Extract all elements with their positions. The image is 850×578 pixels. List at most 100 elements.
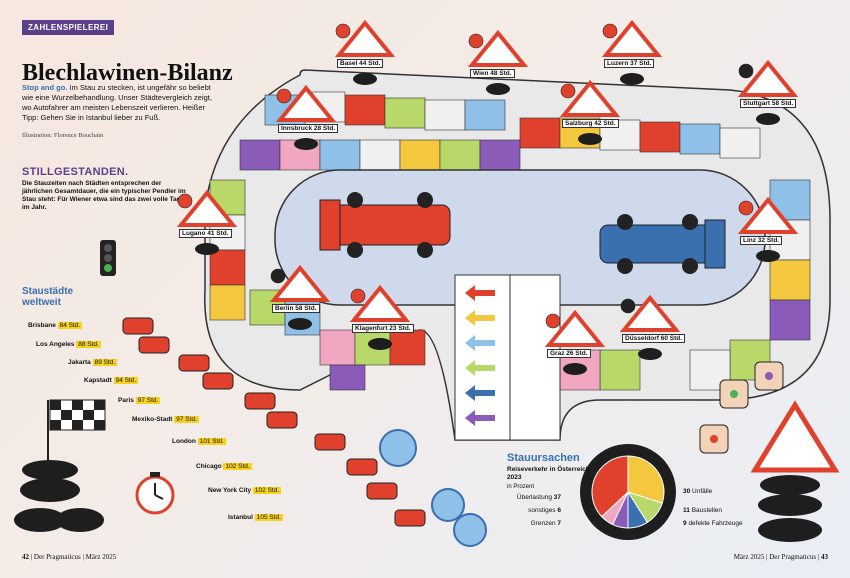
warning-sign	[601, 19, 663, 57]
world-car	[346, 458, 378, 476]
pie-label: 11 Baustellen	[683, 507, 722, 514]
city-value: 102 Std.	[223, 463, 252, 470]
pie-label: Grenzen 7	[505, 520, 561, 527]
section-text: Die Stauzeiten nach Städten entsprechen …	[22, 180, 186, 211]
world-city-row: Jakarta 89 Std.	[68, 359, 118, 366]
flag-icon	[177, 193, 193, 209]
magazine-name-left: Der Pragmaticus	[33, 553, 81, 561]
warning-sign	[544, 309, 606, 347]
flag-icon	[738, 200, 754, 216]
flag-icon	[350, 288, 366, 304]
flag-icon	[276, 88, 292, 104]
tire-icon	[620, 73, 644, 85]
tire-icon	[294, 138, 318, 150]
board-sign-label: Luzern 37 Std.	[604, 59, 655, 68]
city-value: 84 Std.	[57, 322, 83, 329]
tire-stack-left	[14, 460, 104, 532]
pie-label-name: defekte Fahrzeuge	[688, 520, 743, 527]
board-sign-label: Linz 32 Std.	[740, 236, 783, 245]
flag-icon	[560, 83, 576, 99]
warning-sign	[737, 59, 799, 97]
pie-label-value: 6	[557, 507, 561, 514]
warning-sign	[619, 294, 681, 332]
stauursachen-unit: in Prozent	[507, 484, 535, 490]
world-car	[266, 411, 298, 429]
warning-sign	[269, 264, 331, 302]
pie-label-name: sonstiges	[528, 507, 556, 514]
pie-slice	[627, 455, 665, 504]
pie-chart	[580, 444, 676, 540]
page-title: Blechlawinen-Bilanz	[22, 60, 233, 86]
stopwatch-icon	[135, 472, 175, 515]
city-name: Paris	[118, 397, 136, 404]
arrow-column	[454, 274, 561, 441]
issue-date-left: März 2025	[85, 553, 117, 561]
tire-icon	[638, 348, 662, 360]
world-title-line2: weltweit	[22, 297, 61, 308]
lead-strong: Stop and go.	[22, 83, 68, 92]
city-value: 89 Std.	[92, 359, 118, 366]
tire-icon	[368, 338, 392, 350]
city-value: 102 Std.	[252, 487, 282, 494]
world-car	[314, 433, 346, 451]
lead-text: Im Stau zu stecken, ist ungefähr so beli…	[22, 83, 212, 122]
pie-label-name: Grenzen	[530, 520, 556, 527]
flag-icon	[738, 63, 754, 79]
world-city-row: Chicago 102 Std.	[196, 463, 252, 470]
page-number-left: 42	[22, 553, 29, 561]
pie-label-value: 37	[553, 494, 561, 501]
world-car	[244, 392, 276, 410]
footer-right: März 2025 | Der Pragmaticus | 43	[733, 553, 828, 561]
tire-icon	[353, 73, 377, 85]
pie-label: Überlastung 37	[505, 494, 561, 501]
tire-icon	[756, 113, 780, 125]
city-value: 101 Std.	[197, 438, 226, 445]
tire-icon	[486, 83, 510, 95]
dice	[699, 361, 784, 454]
pie-label-name: Überlastung	[516, 494, 552, 501]
pie-label-name: Baustellen	[691, 507, 723, 514]
world-city-row: London 101 Std.	[172, 438, 226, 445]
world-car	[122, 317, 154, 335]
tire-icon	[563, 363, 587, 375]
flag-icon	[545, 313, 561, 329]
pie-label-value: 9	[683, 520, 687, 527]
tire-icon	[288, 318, 312, 330]
world-car	[138, 336, 170, 354]
world-city-row: Brisbane 84 Std.	[28, 322, 83, 329]
checkered-flag	[47, 399, 106, 470]
trophy-tokens	[379, 429, 487, 547]
flag-icon	[335, 23, 351, 39]
board-sign-label: Wien 48 Std.	[470, 69, 515, 78]
flag-icon	[468, 33, 484, 49]
traffic-light-icon	[100, 240, 116, 276]
city-value: 97 Std.	[135, 397, 161, 404]
pie-label-value: 7	[557, 520, 561, 527]
world-city-row: Istanbul 105 Std.	[228, 514, 283, 521]
world-car	[202, 372, 234, 390]
board-sign-label: Salzburg 42 Std.	[562, 119, 619, 128]
blue-race-car	[599, 214, 726, 274]
warning-sign	[559, 79, 621, 117]
city-value: 88 Std.	[76, 341, 101, 348]
city-name: Istanbul	[228, 514, 255, 521]
world-title: Staustädte weltweit	[22, 286, 73, 308]
warning-sign	[176, 189, 238, 227]
pie-label-name: Unfälle	[692, 488, 713, 495]
board-sign-label: Innsbruck 28 Std.	[278, 124, 339, 133]
tire-icon	[578, 133, 602, 145]
tire-icon	[756, 250, 780, 262]
world-city-row: Los Angeles 88 Std.	[36, 341, 101, 348]
world-city-row: Mexiko-Stadt 97 Std.	[132, 416, 199, 423]
warning-sign	[737, 196, 799, 234]
board-sign-label: Basel 44 Std.	[337, 59, 384, 68]
city-value: 105 Std.	[254, 514, 283, 521]
board-sign-label: Berlin 58 Std.	[272, 304, 320, 313]
pie-label-value: 11	[683, 507, 690, 514]
tire-icon	[195, 243, 219, 255]
pie-slice	[591, 455, 629, 518]
pie-label: sonstiges 6	[505, 507, 561, 514]
flag-icon	[602, 23, 618, 39]
pie-label-value: 30	[683, 488, 691, 495]
